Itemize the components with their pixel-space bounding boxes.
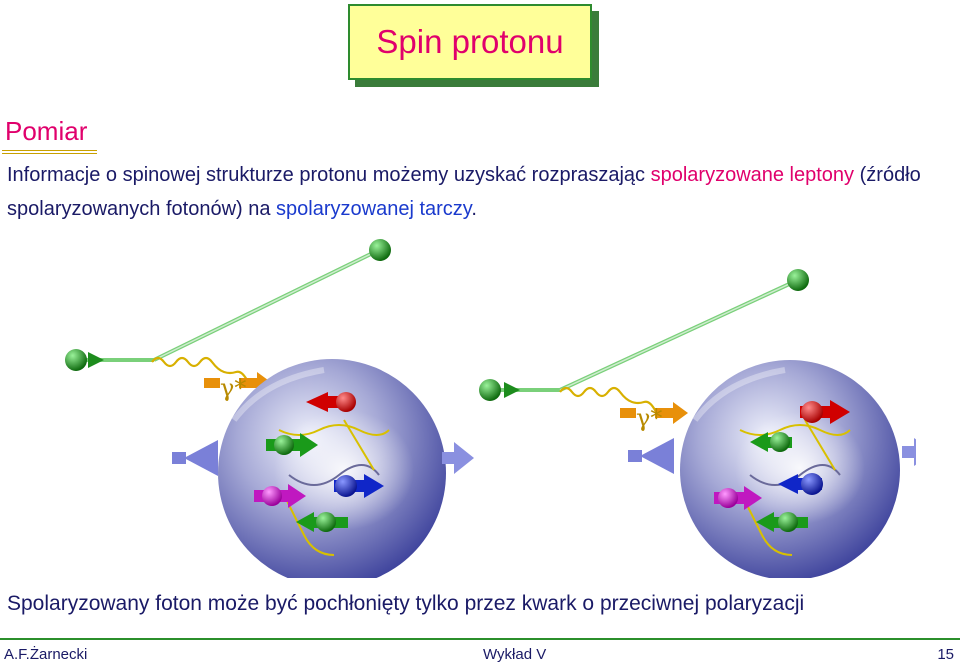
left-diagram: γ* [65,239,474,578]
quark-magenta-right [718,488,738,508]
para-highlight-target: spolaryzowanej tarczy [276,198,472,220]
quark-magenta-left [262,486,282,506]
footer-lecture: Wykład V [483,646,547,663]
lepton-in-left [65,349,87,371]
para-text-3: (źródło spolaryzowanych fotonów) na [7,164,921,220]
quark-green-right-2 [778,512,798,532]
footer-author: A.F.Żarnecki [4,646,88,663]
quark-blue-right [801,473,823,495]
footer-rule [0,638,960,640]
quark-blue-left [335,475,357,497]
photon-label-left: γ* [220,374,246,402]
slide-title-box: Spin protonu [348,4,592,80]
quark-red-left [336,392,356,412]
para-text-5: . [471,198,477,220]
slide-title: Spin protonu [376,23,564,60]
para-highlight-leptons: spolaryzowane leptony [650,164,855,186]
section-heading: Pomiar [5,116,88,146]
quark-green-left-2 [316,512,336,532]
lepton-in-right [479,379,501,401]
section-underline [2,150,97,154]
right-diagram: γ* [479,269,916,578]
lepton-out-right [787,269,809,291]
quark-green-left-1 [274,435,294,455]
para-text-1: Informacje o spinowej strukturze protonu… [7,164,651,186]
scattering-figure: γ* [65,239,916,578]
quark-green-right-1 [770,432,790,452]
lepton-out-left [369,239,391,261]
intro-paragraph: Informacje o spinowej strukturze protonu… [7,158,957,226]
photon-label-right: γ* [636,404,662,432]
footer-page-number: 15 [937,646,954,663]
figure-caption: Spolaryzowany foton może być pochłonięty… [7,592,805,615]
quark-red-right [801,401,823,423]
